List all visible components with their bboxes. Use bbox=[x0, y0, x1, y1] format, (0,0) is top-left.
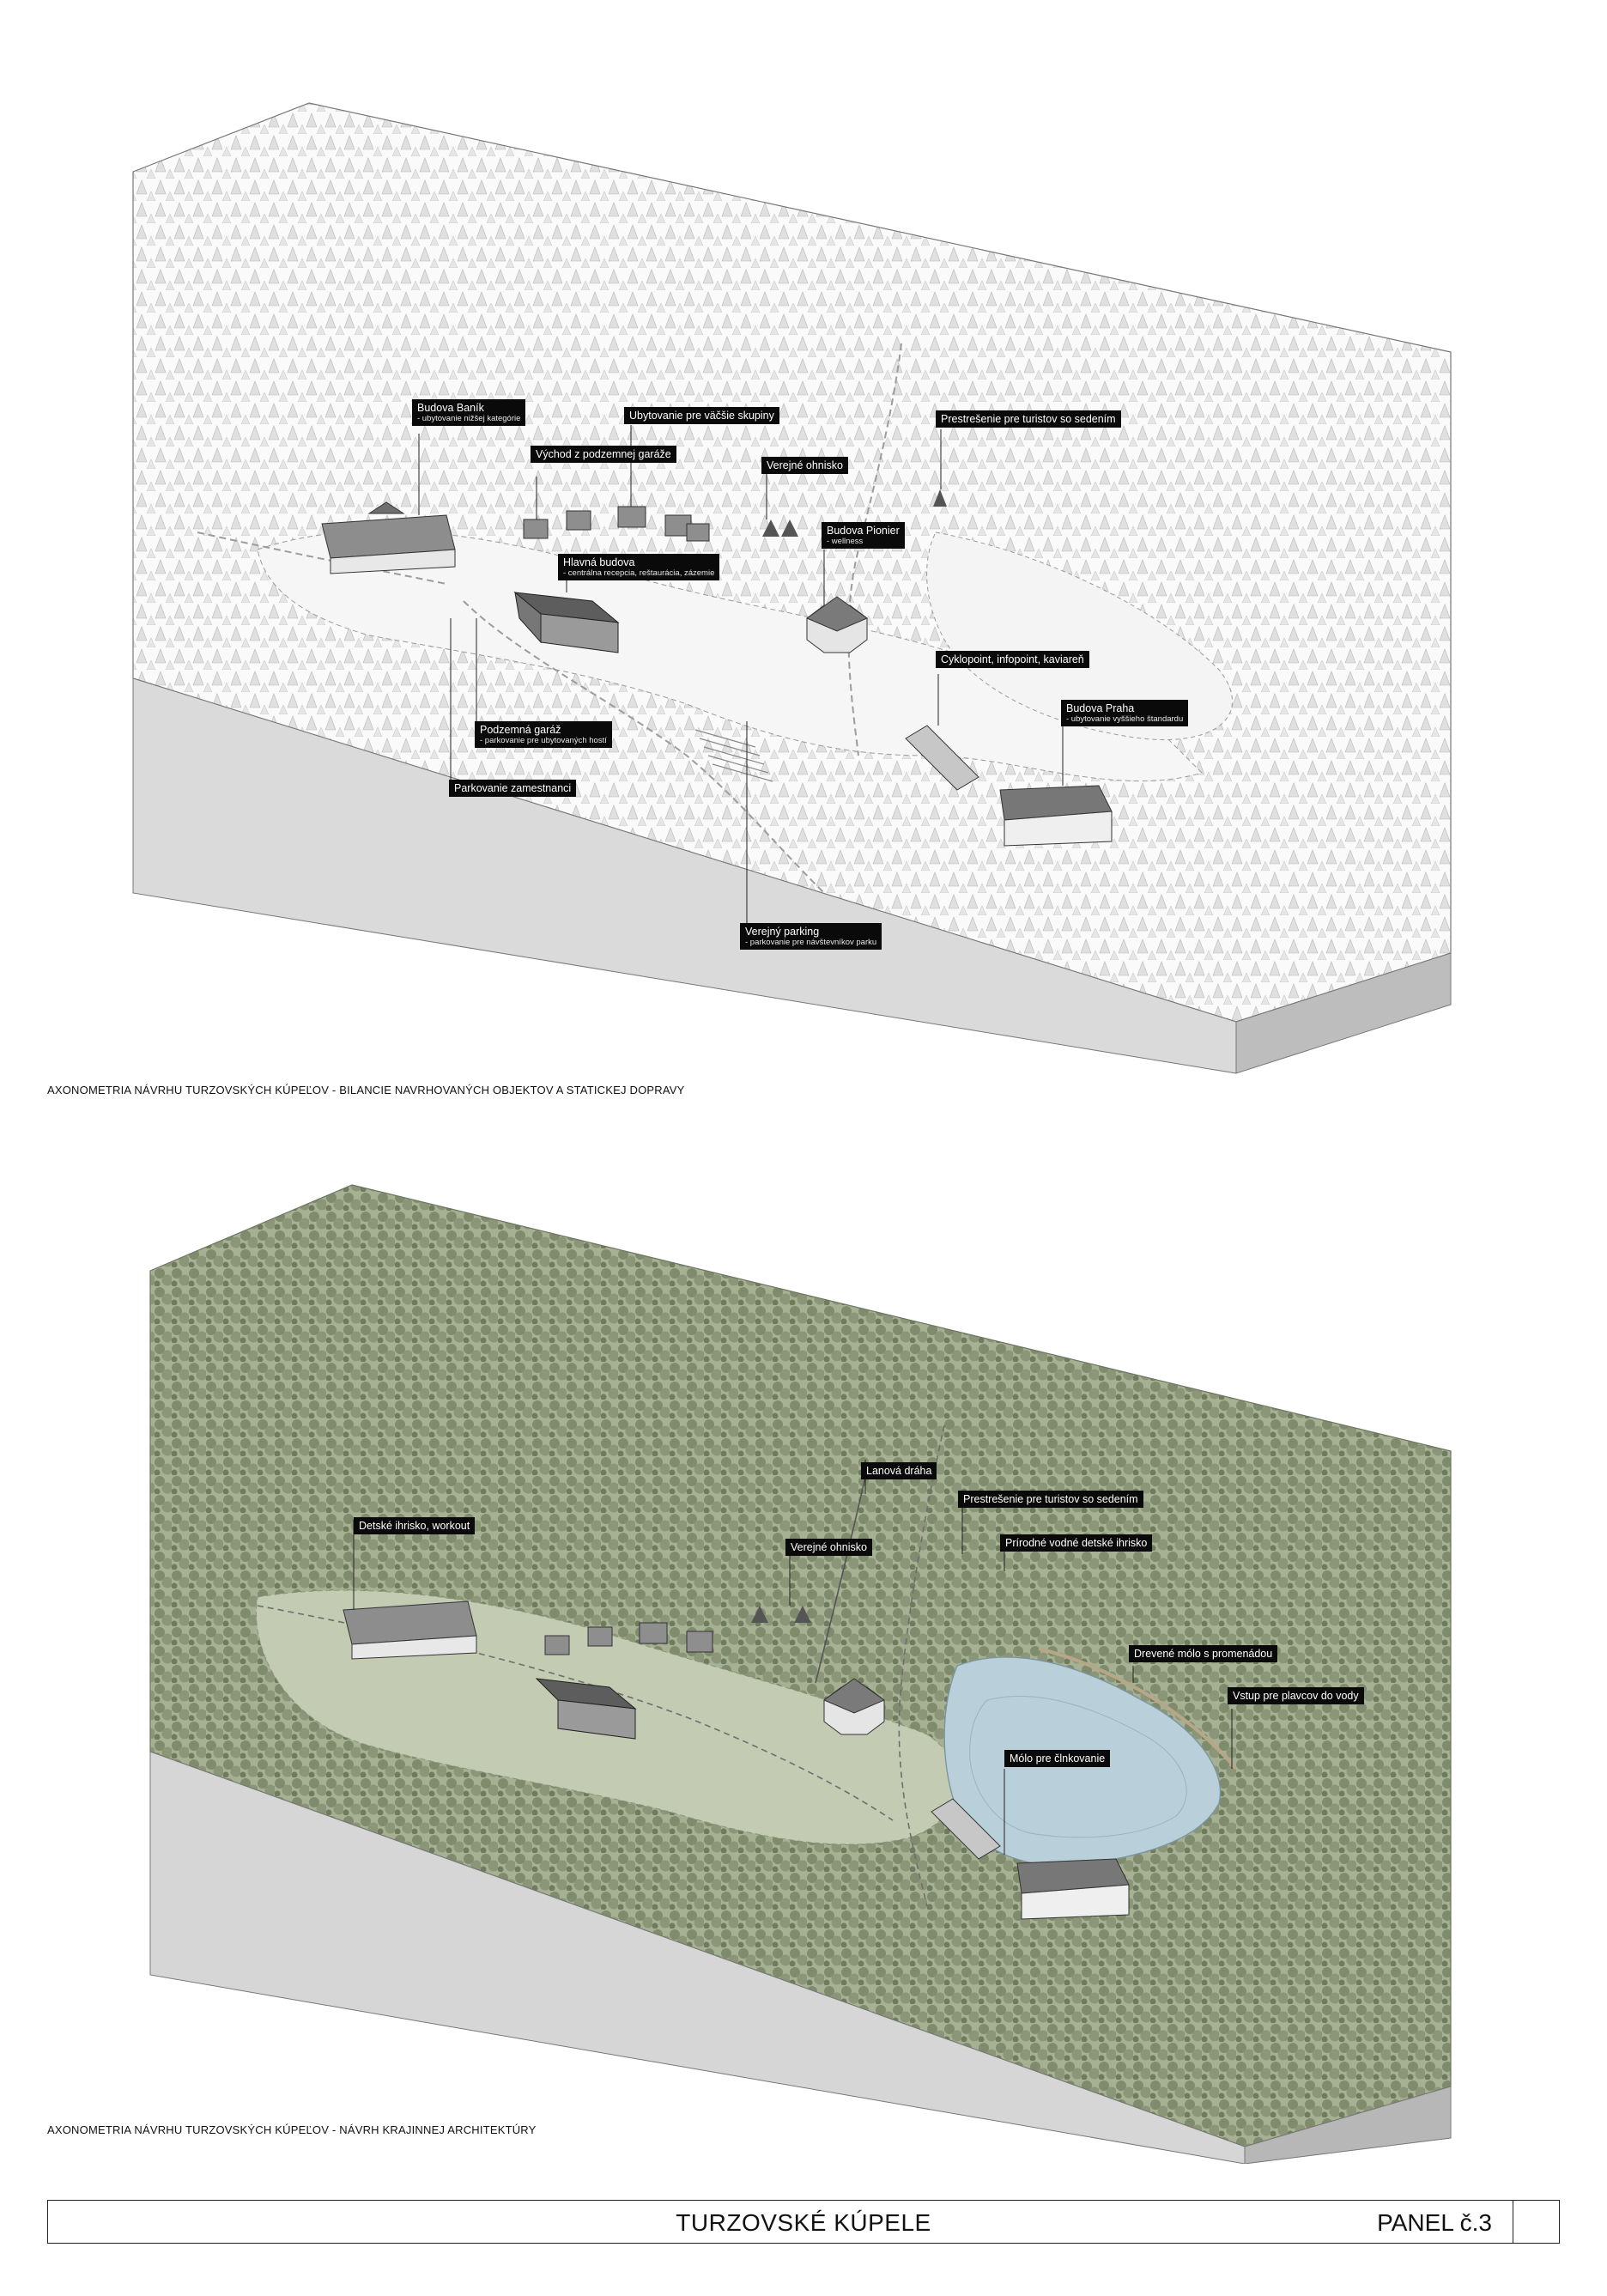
label-budova-praha: Budova Praha - ubytovanie vyššieho štand… bbox=[1061, 700, 1189, 726]
panel-number: PANEL č.3 bbox=[1377, 2209, 1492, 2236]
label-prestresenie: Prestrešenie pre turistov so sedením bbox=[936, 410, 1121, 428]
label-title: Drevené mólo s promenádou bbox=[1134, 1648, 1273, 1660]
top-axonometry-drawing bbox=[132, 102, 1452, 1074]
label-title: Prestrešenie pre turistov so sedením bbox=[963, 1493, 1138, 1505]
title-block: TURZOVSKÉ KÚPELE PANEL č.3 bbox=[47, 2199, 1560, 2244]
promenade bbox=[1038, 1647, 1238, 1771]
label-title: Budova Pionier bbox=[827, 525, 900, 537]
clearing-central bbox=[257, 530, 1203, 782]
label-budova-banik: Budova Baník - ubytovanie nižšej kategór… bbox=[412, 399, 526, 426]
shelter-markers bbox=[751, 1606, 811, 1623]
title-block-empty-cell bbox=[1513, 2199, 1559, 2244]
label-ubytovanie-skupiny: Ubytovanie pre väčšie skupiny bbox=[624, 407, 779, 424]
label-title: Verejné ohnisko bbox=[791, 1541, 867, 1553]
label-title: Prestrešenie pre turistov so sedením bbox=[941, 413, 1116, 425]
building-banik bbox=[321, 501, 456, 574]
bottom-plate-caption: AXONOMETRIA NÁVRHU TURZOVSKÝCH KÚPEĽOV -… bbox=[47, 2123, 537, 2136]
building-west bbox=[343, 1601, 477, 1660]
building-main bbox=[535, 1678, 637, 1740]
label-title: Lanová dráha bbox=[866, 1465, 932, 1477]
terrain-side-left bbox=[149, 1751, 1246, 2164]
building-pionier bbox=[805, 596, 869, 653]
label-title: Ubytovanie pre väčšie skupiny bbox=[629, 410, 774, 422]
label-title: Mólo pre člnkovanie bbox=[1010, 1752, 1106, 1765]
project-title: TURZOVSKÉ KÚPELE bbox=[676, 2209, 931, 2236]
label-parkovanie-zamestnanci: Parkovanie zamestnanci bbox=[449, 780, 577, 797]
road-main bbox=[463, 600, 825, 894]
label-molo-clnkovanie: Mólo pre člnkovanie bbox=[1004, 1750, 1111, 1767]
label-subtitle: - parkovanie pre návštevníkov parku bbox=[745, 938, 877, 947]
label-subtitle: - ubytovanie nižšej kategórie bbox=[417, 414, 521, 423]
label-subtitle: - ubytovanie vyššieho štandardu bbox=[1066, 714, 1184, 724]
building-octagon bbox=[822, 1678, 886, 1735]
label-title: Budova Baník bbox=[417, 402, 484, 414]
label-verejne-ohnisko: Verejné ohnisko bbox=[785, 1539, 872, 1556]
building-praha bbox=[999, 785, 1113, 847]
building-group-cabins bbox=[523, 506, 710, 542]
label-title: Budova Praha bbox=[1066, 702, 1135, 714]
label-verejny-parking: Verejný parking - parkovanie pre návštev… bbox=[740, 923, 882, 950]
label-title: Prírodné vodné detské ihrisko bbox=[1005, 1537, 1148, 1549]
bottom-axonometry: Detské ihrisko, workout Lanová dráha Ver… bbox=[0, 1116, 1607, 2164]
label-subtitle: - wellness bbox=[827, 537, 864, 546]
path-north bbox=[898, 1424, 945, 1907]
label-prestresenie: Prestrešenie pre turistov so sedením bbox=[958, 1491, 1143, 1508]
top-axonometry: Budova Baník - ubytovanie nižšej kategór… bbox=[0, 0, 1607, 1116]
label-title: Hlavná budova bbox=[563, 556, 635, 568]
label-prirodne-ihrisko: Prírodné vodné detské ihrisko bbox=[1000, 1534, 1153, 1552]
terrain-side-right bbox=[1244, 2086, 1452, 2164]
label-vstup-plavci: Vstup pre plavcov do vody bbox=[1228, 1687, 1364, 1704]
label-title: Cyklopoint, infopoint, kaviareň bbox=[941, 653, 1084, 665]
building-praha bbox=[1016, 1858, 1130, 1920]
building-cabins bbox=[544, 1622, 713, 1655]
path-lanova bbox=[815, 1476, 866, 1684]
shelter-markers bbox=[762, 489, 947, 537]
terrain-side-right bbox=[1235, 952, 1452, 1074]
bottom-axonometry-drawing bbox=[149, 1184, 1452, 2164]
leader-lines bbox=[418, 425, 1064, 923]
label-subtitle: - centrálna recepcia, reštaurácia, zázem… bbox=[563, 568, 715, 578]
label-title: Východ z podzemnej garáže bbox=[536, 448, 671, 460]
label-title: Parkovanie zamestnanci bbox=[454, 782, 572, 794]
building-hlavna bbox=[513, 591, 620, 653]
road-west bbox=[197, 531, 447, 585]
label-cyklopoint: Cyklopoint, infopoint, kaviareň bbox=[936, 651, 1089, 668]
label-hlavna-budova: Hlavná budova - centrálna recepcia, rešt… bbox=[558, 554, 720, 580]
lake-contour bbox=[969, 1696, 1187, 1838]
label-dreveno-molo: Drevené mólo s promenádou bbox=[1129, 1645, 1278, 1662]
label-title: Verejné ohnisko bbox=[767, 459, 843, 471]
building-cyklopoint bbox=[905, 725, 979, 791]
label-title: Verejný parking bbox=[745, 926, 820, 938]
parking-lot bbox=[694, 729, 773, 782]
label-podzemna-garaz: Podzemná garáž - parkovanie pre ubytovan… bbox=[475, 721, 612, 748]
label-lanova-draha: Lanová dráha bbox=[861, 1462, 937, 1479]
label-title: Detské ihrisko, workout bbox=[359, 1520, 470, 1532]
clearing-meadow bbox=[926, 531, 1233, 740]
top-plate-caption: AXONOMETRIA NÁVRHU TURZOVSKÝCH KÚPEĽOV -… bbox=[47, 1084, 685, 1096]
building-cyklo bbox=[931, 1798, 1001, 1860]
label-vychod-garaz: Východ z podzemnej garáže bbox=[531, 446, 676, 463]
label-verejne-ohnisko: Verejné ohnisko bbox=[761, 457, 848, 474]
label-budova-pionier: Budova Pionier - wellness bbox=[822, 522, 905, 549]
label-subtitle: - parkovanie pre ubytovaných hostí bbox=[480, 736, 607, 745]
label-title: Vstup pre plavcov do vody bbox=[1233, 1690, 1359, 1702]
label-detske-ihrisko: Detské ihrisko, workout bbox=[354, 1517, 476, 1534]
label-title: Podzemná garáž bbox=[480, 724, 561, 736]
